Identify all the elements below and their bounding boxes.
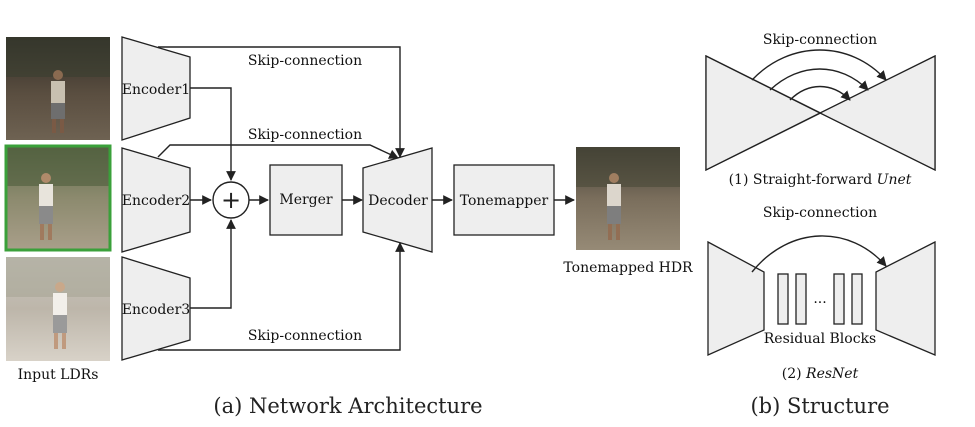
input-ldr-1	[6, 37, 110, 140]
resnet-ellipsis: ...	[813, 291, 826, 307]
encoder-1: Encoder1	[121, 36, 191, 141]
residual-blocks-label: Residual Blocks	[764, 331, 876, 347]
encoder-3: Encoder3	[121, 256, 191, 361]
resnet-caption: (2) ResNet	[782, 366, 859, 382]
skip-label-middle: Skip-connection	[248, 127, 362, 143]
skip-label-top: Skip-connection	[248, 53, 362, 69]
tonemapper-block: Tonemapper	[453, 164, 555, 236]
output-label: Tonemapped HDR	[563, 260, 693, 276]
encoder-3-label: Encoder3	[122, 302, 190, 318]
encoder-2: Encoder2	[121, 147, 191, 253]
output-hdr-image	[576, 147, 680, 250]
unet-caption: (1) Straight-forward Unet	[729, 172, 912, 188]
unet-structure: Skip-connection (1) Straight-forward Une…	[705, 32, 936, 188]
highlight-border	[4, 144, 112, 252]
merge-plus: +	[212, 181, 250, 219]
caption-network-architecture: (a) Network Architecture	[213, 394, 482, 418]
input-ldrs-label: Input LDRs	[18, 367, 99, 383]
encoder-2-label: Encoder2	[122, 193, 190, 209]
resnet-skip-label: Skip-connection	[763, 205, 877, 221]
encoder-1-label: Encoder1	[122, 82, 190, 98]
unet-skip-label: Skip-connection	[763, 32, 877, 48]
decoder-block: Decoder	[362, 147, 433, 253]
resnet-structure: ... Skip-connection Residual Blocks (2) …	[707, 205, 936, 382]
merger-label: Merger	[279, 192, 333, 208]
caption-structure: (b) Structure	[750, 394, 889, 418]
input-ldr-3	[6, 257, 110, 361]
connections	[157, 46, 575, 351]
skip-label-bottom: Skip-connection	[248, 328, 362, 344]
input-ldr-2-highlighted	[4, 144, 112, 252]
decoder-label: Decoder	[368, 193, 428, 209]
plus-symbol: +	[221, 186, 241, 214]
merger-block: Merger	[269, 164, 343, 236]
tonemapper-label: Tonemapper	[460, 193, 549, 209]
